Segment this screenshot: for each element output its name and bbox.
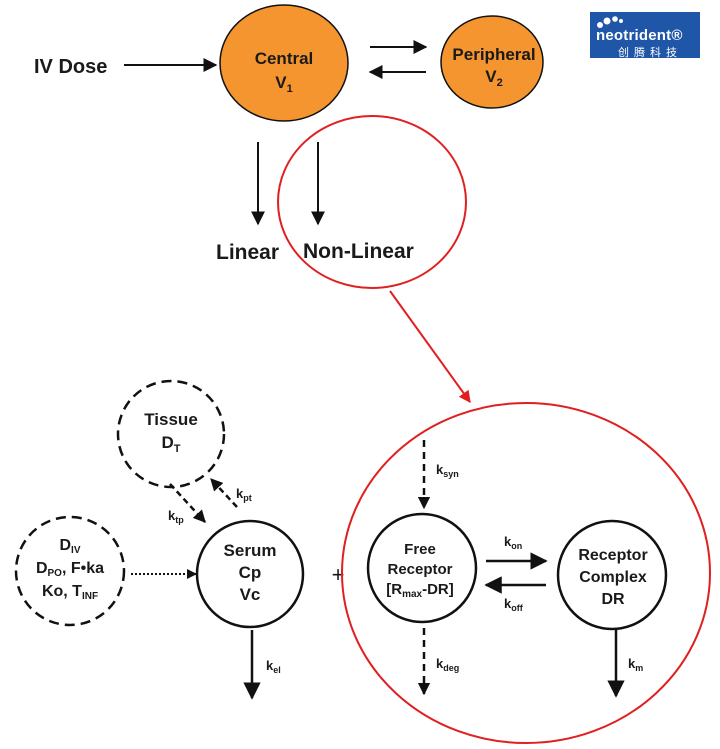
- dose-infusion: Ko, TINF: [42, 583, 98, 602]
- iv-dose-label: IV Dose: [34, 56, 107, 78]
- peripheral-label: Peripheral: [452, 45, 535, 64]
- free-receptor-line2: Receptor: [387, 561, 452, 578]
- central-label: Central: [255, 49, 314, 68]
- tissue-amount: DT: [161, 433, 180, 455]
- serum-circle: [195, 519, 305, 629]
- kdeg-label: kdeg: [436, 656, 459, 673]
- ktp-label: ktp: [168, 508, 184, 525]
- free-receptor-circle: [366, 512, 478, 624]
- logo-wordmark: neotrident®: [596, 27, 683, 44]
- koff-label: koff: [504, 596, 524, 613]
- km-label: km: [628, 656, 643, 673]
- peripheral-volume: V2: [485, 67, 502, 89]
- central-compartment: Central V1: [219, 4, 349, 122]
- tissue-to-serum-arrow: [169, 483, 206, 523]
- zoom-connector-arrow: [389, 290, 471, 403]
- tissue-circle: [116, 379, 226, 489]
- free-receptor-line3: [Rmax-DR]: [386, 581, 454, 600]
- free-receptor-line1: Free: [404, 541, 436, 558]
- receptor-complex-line1: Receptor: [578, 547, 647, 564]
- kpt-label: kpt: [236, 486, 252, 503]
- receptor-complex-compartment: Receptor Complex DR: [556, 519, 668, 631]
- linear-label: Linear: [216, 241, 279, 264]
- receptor-complex-line3: DR: [601, 591, 625, 608]
- company-logo: neotrident® 创腾科技: [590, 12, 700, 59]
- tissue-compartment: Tissue DT: [116, 379, 226, 489]
- receptor-complex-line2: Complex: [579, 569, 647, 586]
- nonlinear-label: Non-Linear: [303, 240, 414, 263]
- dose-po: DPO, F•ka: [36, 560, 104, 579]
- central-circle: [219, 4, 349, 122]
- tissue-label: Tissue: [144, 410, 198, 429]
- receptor-complex-circle: [556, 519, 668, 631]
- dose-iv: DIV: [59, 537, 80, 556]
- serum-compartment: Serum Cp Vc: [195, 519, 305, 629]
- ksyn-label: ksyn: [436, 462, 459, 479]
- peripheral-compartment: Peripheral V2: [440, 15, 544, 109]
- peripheral-circle: [440, 15, 544, 109]
- logo-dots-icon: [597, 16, 623, 28]
- central-volume: V1: [275, 73, 292, 95]
- dose-circle: [14, 515, 126, 627]
- receptor-model-highlight: [341, 402, 711, 744]
- kon-label: kon: [504, 534, 522, 551]
- kel-label: kel: [266, 658, 281, 675]
- serum-label: Serum: [224, 541, 277, 560]
- serum-conc: Cp: [239, 563, 262, 582]
- nonlinear-highlight-ellipse: [277, 115, 467, 289]
- serum-to-tissue-arrow: [210, 478, 238, 508]
- logo-chinese: 创腾科技: [618, 47, 682, 59]
- dose-compartment: DIV DPO, F•ka Ko, TINF: [14, 515, 126, 627]
- serum-volume: Vc: [240, 585, 261, 604]
- free-receptor-compartment: Free Receptor [Rmax-DR]: [366, 512, 478, 624]
